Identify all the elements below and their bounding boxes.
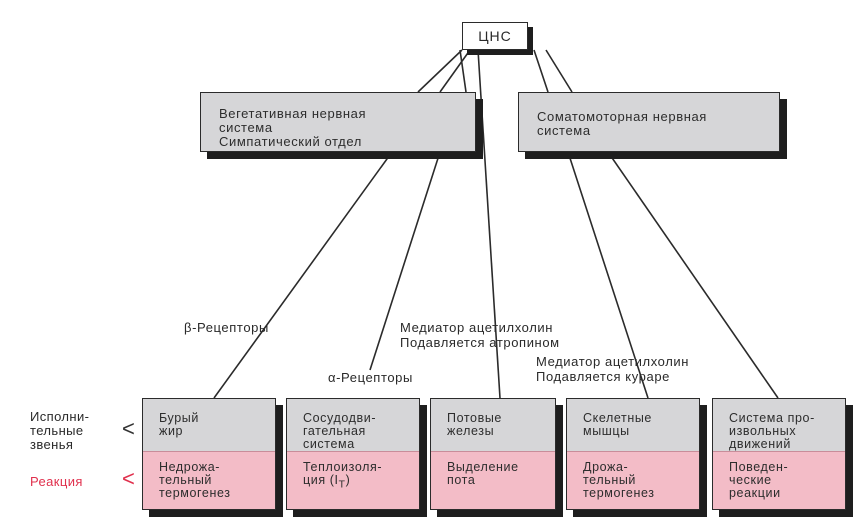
effector-label: Скелетные мышцы: [583, 411, 652, 438]
reaction-chevron-icon: <: [122, 466, 135, 491]
link-cns-vegetative-1: [417, 49, 463, 93]
link-soma-movements: [607, 151, 779, 399]
effectors-row-label: Исполни- тельные звенья: [30, 409, 90, 452]
effector-label: Бурый жир: [159, 411, 199, 438]
reaction-label: Недрожа- тельный термогенез: [159, 460, 231, 500]
beta-receptors-label: β-Рецепторы: [184, 320, 269, 335]
column-vasomotor: Сосудодви- гательная система Теплоизоля-…: [286, 398, 420, 510]
reaction-label: Дрожа- тельный термогенез: [583, 460, 655, 500]
reaction-label: Теплоизоля- ция (IT): [303, 460, 383, 491]
column-sweat-glands: Потовые железы Выделение пота: [430, 398, 556, 510]
link-veg-vessels: [369, 151, 441, 371]
mediator-atropine-label: Медиатор ацетилхолин Подавляется атропин…: [400, 320, 560, 350]
link-cns-somatomotor-2: [545, 49, 573, 93]
mediator-curare-label: Медиатор ацетилхолин Подавляется кураре: [536, 354, 690, 384]
effector-label: Потовые железы: [447, 411, 502, 438]
effector-label: Система про- извольных движений: [729, 411, 815, 451]
cns-node: ЦНС: [462, 22, 528, 50]
link-veg-brown-fat: [213, 151, 393, 399]
somatomotor-label: Соматомоторная нервная система: [537, 109, 707, 138]
cns-label: ЦНС: [478, 28, 512, 44]
reaction-label: Поведен- ческие реакции: [729, 460, 789, 500]
column-skeletal-muscles: Скелетные мышцы Дрожа- тельный термогене…: [566, 398, 700, 510]
vegetative-nervous-system-box: Вегетативная нервная система Симпатическ…: [200, 92, 476, 152]
link-cns-sweat: [477, 49, 501, 399]
alpha-receptors-label: α-Рецепторы: [328, 370, 413, 385]
effectors-chevron-icon: <: [122, 416, 135, 441]
effector-label: Сосудодви- гательная система: [303, 411, 377, 451]
link-cns-alpha: [459, 49, 467, 93]
column-brown-fat: Бурый жир Недрожа- тельный термогенез: [142, 398, 276, 510]
link-soma-muscles: [567, 151, 649, 399]
column-voluntary-movements: Система про- извольных движений Поведен-…: [712, 398, 846, 510]
somatomotor-nervous-system-box: Соматомоторная нервная система: [518, 92, 780, 152]
link-cns-somatomotor-1: [533, 49, 549, 93]
vegetative-label: Вегетативная нервная система Симпатическ…: [219, 106, 367, 149]
link-cns-vegetative-2: [439, 49, 471, 93]
reaction-row-label: Реакция: [30, 474, 83, 489]
reaction-label: Выделение пота: [447, 460, 519, 487]
